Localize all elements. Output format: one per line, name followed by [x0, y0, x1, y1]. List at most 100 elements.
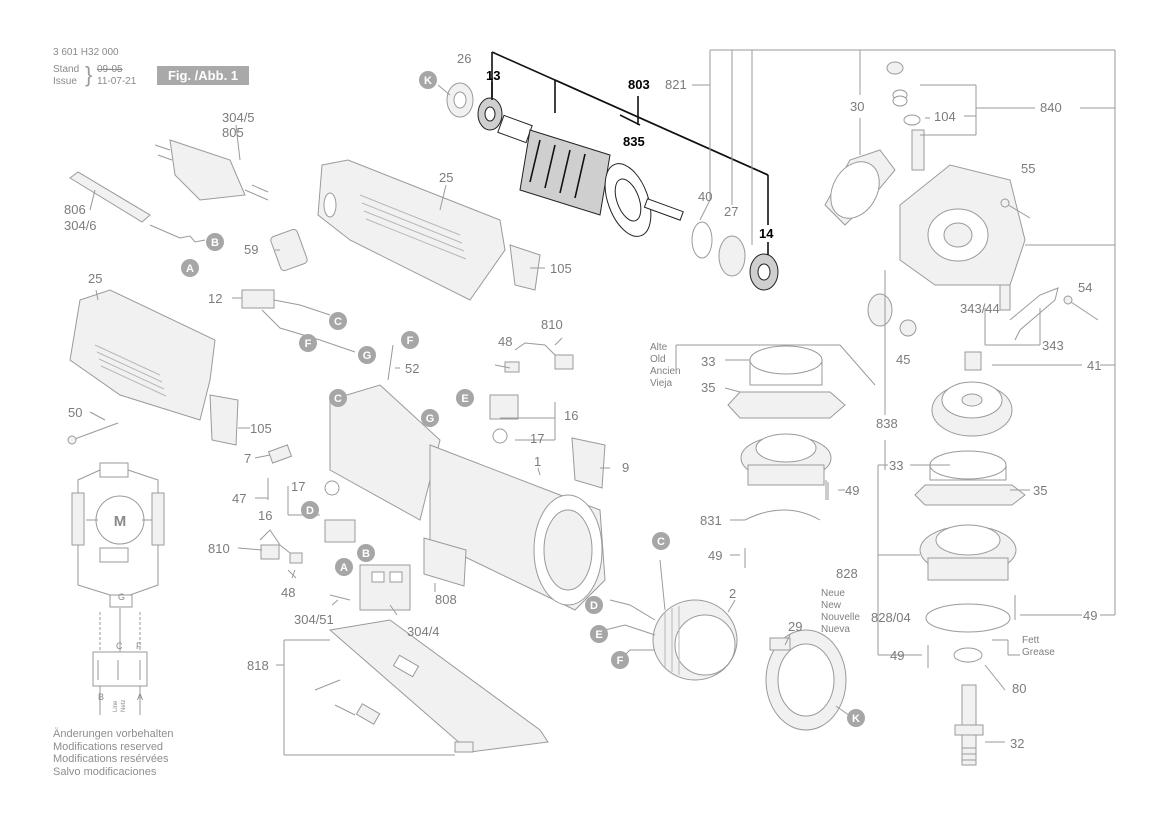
- line-label: Line: [113, 700, 119, 712]
- part-number: 828: [836, 566, 858, 581]
- plug-icon: [154, 139, 269, 201]
- part-number: 840: [1040, 100, 1062, 115]
- version-label: Vieja: [650, 378, 672, 389]
- pinion-icon: [867, 293, 982, 371]
- version-labels-old: Alte Old Ancien Vieja: [650, 342, 681, 389]
- leader-lines: [89, 49, 1116, 756]
- part-number: 45: [896, 352, 910, 367]
- callout-circles: K B A C F G F C E G D B A C: [181, 71, 865, 727]
- cover-105-icon: [509, 244, 541, 291]
- connector-52-icon: [387, 344, 394, 381]
- terminal-label: A: [137, 692, 143, 702]
- bearing-13-icon: [477, 97, 503, 131]
- callout-circle: [329, 312, 347, 330]
- grease-text: Fett: [1022, 635, 1039, 646]
- screw-head-icon: [1063, 295, 1073, 305]
- part-number: 304/4: [407, 624, 440, 639]
- callout-letter: K: [424, 75, 432, 87]
- part-number: 14: [759, 226, 774, 241]
- callout-letter: D: [590, 600, 598, 612]
- stand-date: 09-05: [97, 64, 123, 75]
- part-number: 30: [850, 99, 864, 114]
- callout-letter: D: [306, 505, 314, 517]
- part-number: 105: [250, 421, 272, 436]
- part-number: 41: [1087, 358, 1101, 373]
- callout-letter: A: [186, 263, 194, 275]
- part-number: 29: [788, 619, 802, 634]
- callout-circle: [301, 501, 319, 519]
- callout-letter: B: [362, 548, 370, 560]
- callout-circle: [421, 409, 439, 427]
- part-number: 810: [541, 317, 563, 332]
- part-number: 7: [244, 451, 251, 466]
- part-number: 806: [64, 202, 86, 217]
- part-number: 810: [208, 541, 230, 556]
- note-line: Änderungen vorbehalten: [53, 728, 174, 740]
- part-number: 27: [724, 204, 738, 219]
- callout-circle: [358, 346, 376, 364]
- gear-housing-icon: [824, 129, 1026, 286]
- screw-54-icon: [1067, 299, 1099, 321]
- washer-icon: [691, 221, 713, 259]
- callout-circle: [652, 532, 670, 550]
- part-number: 104: [934, 109, 956, 124]
- terminal-label: F: [136, 641, 142, 651]
- part-number: 35: [701, 380, 715, 395]
- terminal-label: G: [118, 592, 125, 602]
- brush-810-icon: [259, 342, 574, 564]
- part-number: 838: [876, 416, 898, 431]
- callout-circle: [419, 71, 437, 89]
- callout-letter: G: [426, 413, 435, 425]
- air-guide-icon: [765, 629, 847, 731]
- spindle-lock-icon: [999, 284, 1059, 341]
- part-number: 59: [244, 242, 258, 257]
- callout-circle: [299, 334, 317, 352]
- part-number: 1: [534, 454, 541, 469]
- screw-48-upper-icon: [494, 364, 511, 369]
- issue-date: 11-07-21: [97, 76, 137, 87]
- callout-letter: C: [334, 393, 342, 405]
- part-number: 49: [890, 648, 904, 663]
- screw-304-51-icon: [329, 594, 351, 601]
- screw-48-icon: [287, 569, 297, 579]
- drawing-number: 3 601 H32 000: [53, 47, 119, 58]
- cover-9-icon: [571, 437, 606, 489]
- part-number: 2: [729, 586, 736, 601]
- version-label: Nouvelle: [821, 612, 860, 623]
- part-number: 831: [700, 513, 722, 528]
- bearing-14-icon: [749, 253, 779, 291]
- stand-label: Stand: [53, 64, 80, 75]
- part-number: 17: [291, 479, 305, 494]
- part-number: 818: [247, 658, 269, 673]
- callout-circle: [181, 259, 199, 277]
- version-label: Ancien: [650, 366, 681, 377]
- part-number: 80: [1012, 681, 1026, 696]
- part-number: 9: [622, 460, 629, 475]
- part-number: 16: [564, 408, 578, 423]
- callout-letter: C: [334, 316, 342, 328]
- part-number: 33: [701, 354, 715, 369]
- callout-letter: K: [852, 713, 860, 725]
- callout-letter: C: [657, 536, 665, 548]
- part-number: 835: [623, 134, 645, 149]
- switch-304-icon: [359, 564, 411, 611]
- callout-letter: F: [617, 655, 624, 667]
- spindle-icon: [954, 684, 984, 766]
- callout-letter: A: [340, 562, 348, 574]
- callout-circle: [401, 331, 419, 349]
- screw-icon: [71, 422, 119, 441]
- screw-head-icon: [1000, 198, 1010, 208]
- part-number: 49: [845, 483, 859, 498]
- part-number: 49: [1083, 608, 1097, 623]
- version-label: Alte: [650, 342, 668, 353]
- bearing-flange-old-icon: [727, 345, 846, 568]
- clip-7-icon: [267, 444, 293, 464]
- terminal-label: B: [98, 692, 104, 702]
- screw-head-icon: [67, 435, 77, 445]
- housing-half-icon: [317, 159, 506, 301]
- part-number-labels: 26 13 803 835 821 40 27 14 30 104 840 55…: [64, 51, 1101, 751]
- version-label: Old: [650, 354, 666, 365]
- part-number: 105: [550, 261, 572, 276]
- part-number: 33: [889, 458, 903, 473]
- part-number: 343: [1042, 338, 1064, 353]
